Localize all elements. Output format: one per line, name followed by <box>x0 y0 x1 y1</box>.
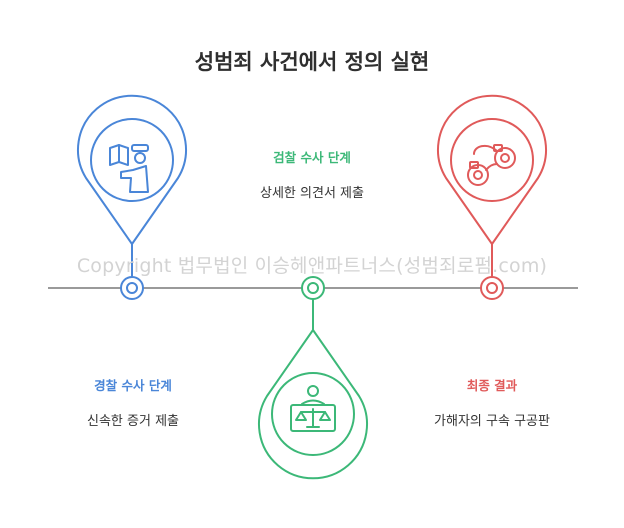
stage-title-final: 최종 결과 <box>466 378 518 393</box>
red-timeline-node <box>480 276 504 300</box>
stage-desc-final: 가해자의 구속 구공판 <box>434 414 550 429</box>
stage-desc-prosecution: 상세한 의견서 제출 <box>260 186 364 201</box>
red-map-pin <box>437 94 547 245</box>
stage-desc-police: 신속한 증거 제출 <box>87 414 179 429</box>
blue-map-pin <box>77 94 187 245</box>
copyright-watermark: Copyright 법무법인 이승헤앤파트너스(성범죄로펌.com) <box>76 255 548 277</box>
evidence-submission-icon <box>109 144 149 193</box>
scales-of-justice-icon <box>290 385 336 432</box>
blue-timeline-node <box>120 276 144 300</box>
page-title: 성범죄 사건에서 정의 실현 <box>194 50 430 74</box>
stage-title-prosecution: 검찰 수사 단계 <box>273 150 351 165</box>
green-timeline-node <box>301 276 325 300</box>
handcuffs-icon <box>467 144 516 186</box>
stage-title-police: 경찰 수사 단계 <box>94 378 172 393</box>
green-map-pin <box>258 329 368 480</box>
